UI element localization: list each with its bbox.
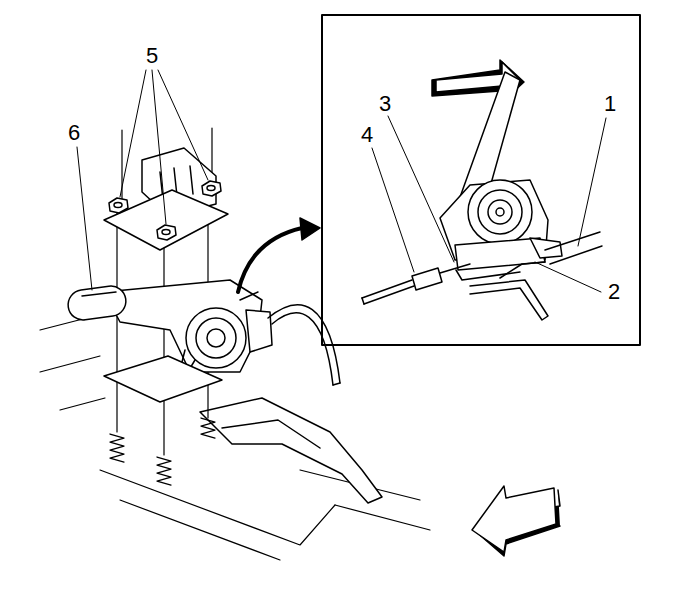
callout-number: 5 (146, 45, 158, 67)
upper-bracket (104, 148, 228, 250)
callout-number: 2 (608, 281, 620, 303)
leader-lines (77, 70, 606, 292)
cable-guide (200, 398, 382, 503)
inset-cables (362, 232, 602, 320)
lower-plate (104, 356, 222, 402)
detail-arrow (238, 218, 320, 292)
callout-number: 4 (361, 124, 373, 146)
callout-number: 6 (68, 122, 80, 144)
springs (110, 418, 215, 485)
inset-frame (322, 15, 640, 345)
inset-lever (440, 72, 562, 270)
direction-arrow (472, 486, 560, 556)
callout-number: 3 (379, 93, 391, 115)
cables (240, 292, 340, 385)
callout-number: 1 (604, 93, 616, 115)
